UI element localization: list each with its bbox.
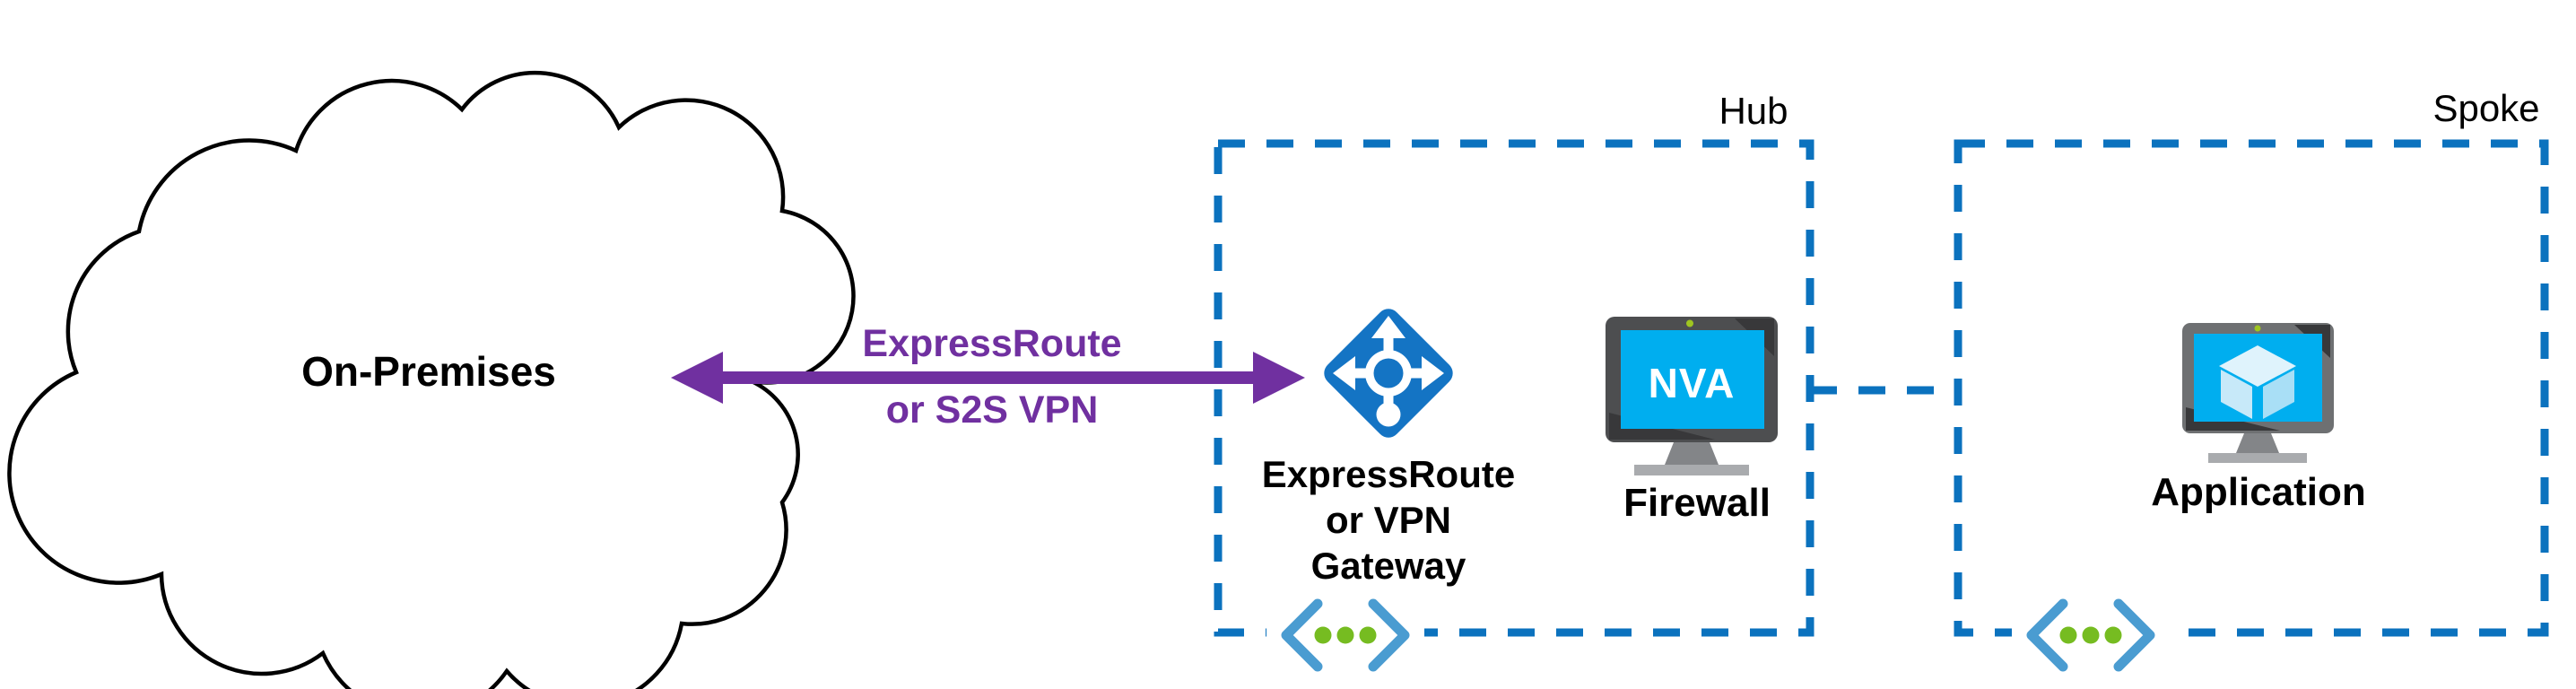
- spoke-label: Spoke: [2432, 87, 2540, 129]
- expressroute-vpn-arrow: [671, 352, 1305, 404]
- nva-firewall-monitor-icon: [1606, 317, 1778, 475]
- application-label: Application: [2151, 470, 2366, 514]
- on-premises-label: On-Premises: [301, 348, 556, 395]
- vm-cube-icon: [2219, 345, 2296, 419]
- application-monitor-icon: [2182, 323, 2334, 463]
- gateway-label: ExpressRoute or VPN Gateway: [1261, 453, 1516, 588]
- firewall-label: Firewall: [1623, 481, 1771, 525]
- nva-screen: [1621, 330, 1764, 429]
- connection-label-line1: ExpressRoute: [862, 322, 1122, 365]
- spoke-virtual-network-icon: [2026, 598, 2155, 672]
- hub-label: Hub: [1719, 90, 1788, 132]
- nva-webcam-dot: [1686, 319, 1693, 327]
- on-premises-cloud: [7, 70, 856, 689]
- application-webcam-dot: [2254, 325, 2261, 332]
- hub-virtual-network-icon: [1281, 598, 1410, 672]
- connection-label-line2: or S2S VPN: [885, 388, 1099, 432]
- nva-screen-label: NVA: [1648, 360, 1736, 406]
- expressroute-vpn-gateway-icon: [1324, 309, 1453, 438]
